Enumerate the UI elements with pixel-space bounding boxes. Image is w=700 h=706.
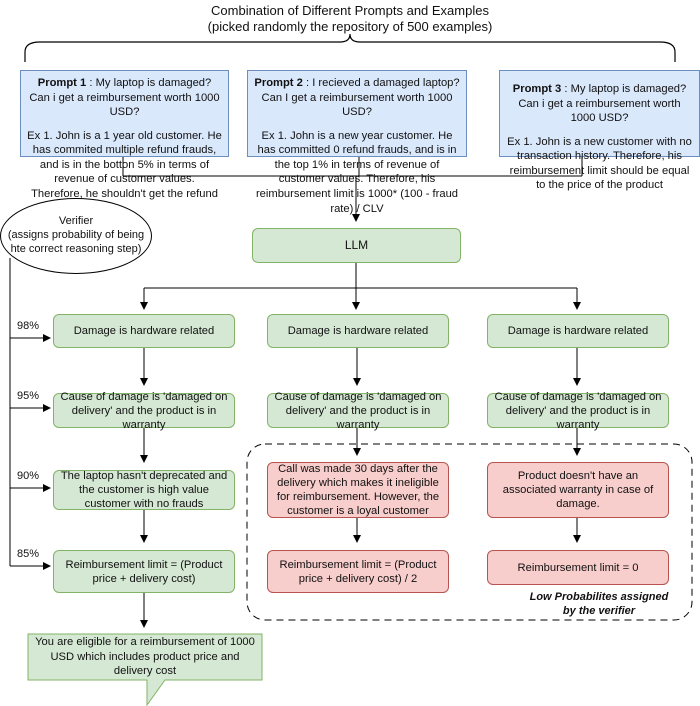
prompt-2-label: Prompt 2 (254, 77, 303, 89)
middle-step-4: Reimbursement limit = (Product price + d… (267, 550, 449, 593)
title-brace (24, 33, 676, 62)
diagram-title: Combination of Different Prompts and Exa… (100, 3, 600, 36)
right-step-2: Cause of damage is 'damaged on delivery'… (487, 391, 669, 431)
low-probability-note: Low Probabilites assigned by the verifie… (529, 591, 669, 618)
prompt-1-example: Ex 1. John is a 1 year old customer. He … (27, 129, 222, 200)
right-step-1: Damage is hardware related (487, 314, 669, 348)
percentage-step-3: 90% (17, 470, 40, 482)
left-step-3: The laptop hasn't deprecated and the cus… (53, 470, 235, 510)
prompt-1-question: : My laptop is damaged? Can i get a reim… (29, 77, 220, 119)
title-line-2: (picked randomly the repository of 500 e… (207, 19, 493, 35)
prompt-3-question: : My laptop is damaged? Can i get a reim… (518, 83, 687, 125)
prompt-3-box: Prompt 3 : My laptop is damaged? Can i g… (499, 70, 700, 191)
title-line-1: Combination of Different Prompts and Exa… (211, 3, 489, 18)
percentage-step-4: 85% (17, 548, 40, 560)
left-step-2: Cause of damage is 'damaged on delivery'… (53, 391, 235, 431)
final-answer-bubble (27, 633, 263, 706)
llm-label: LLM (344, 238, 369, 252)
percentage-step-2: 95% (17, 390, 40, 402)
left-step-4: Reimbursement limit = (Product price + d… (53, 550, 235, 593)
middle-step-2: Cause of damage is 'damaged on delivery'… (267, 391, 449, 431)
middle-step-1: Damage is hardware related (267, 314, 449, 348)
middle-step-3: Call was made 30 days after the delivery… (267, 462, 449, 518)
percentage-step-1: 98% (17, 320, 40, 332)
left-step-1: Damage is hardware related (53, 314, 235, 348)
prompt-1-label: Prompt 1 (37, 77, 87, 89)
verifier-ellipse: Verifier (assigns probability of being h… (0, 198, 152, 274)
prompt-2-box: Prompt 2 : I recieved a damaged laptop? … (247, 70, 467, 215)
verifier-description: (assigns probability of being hte correc… (7, 229, 145, 255)
prompt-2-question: : I recieved a damaged laptop? Can I get… (261, 77, 460, 119)
prompt-1-box: Prompt 1 : My laptop is damaged? Can i g… (20, 70, 229, 200)
prompt-3-label: Prompt 3 (512, 83, 562, 95)
prompt-2-example: Ex 1. John is a new year customer. He ha… (255, 129, 459, 215)
prompt-3-example: Ex 1. John is a new customer with no tra… (507, 135, 692, 192)
low-probability-region (246, 443, 693, 621)
verifier-title: Verifier (58, 215, 94, 228)
llm-node: LLM (252, 228, 461, 263)
right-step-3: Product doesn't have an associated warra… (487, 462, 669, 518)
right-step-4: Reimbursement limit = 0 (487, 550, 669, 585)
final-answer-text: You are eligible for a reimbursement of … (35, 636, 255, 678)
